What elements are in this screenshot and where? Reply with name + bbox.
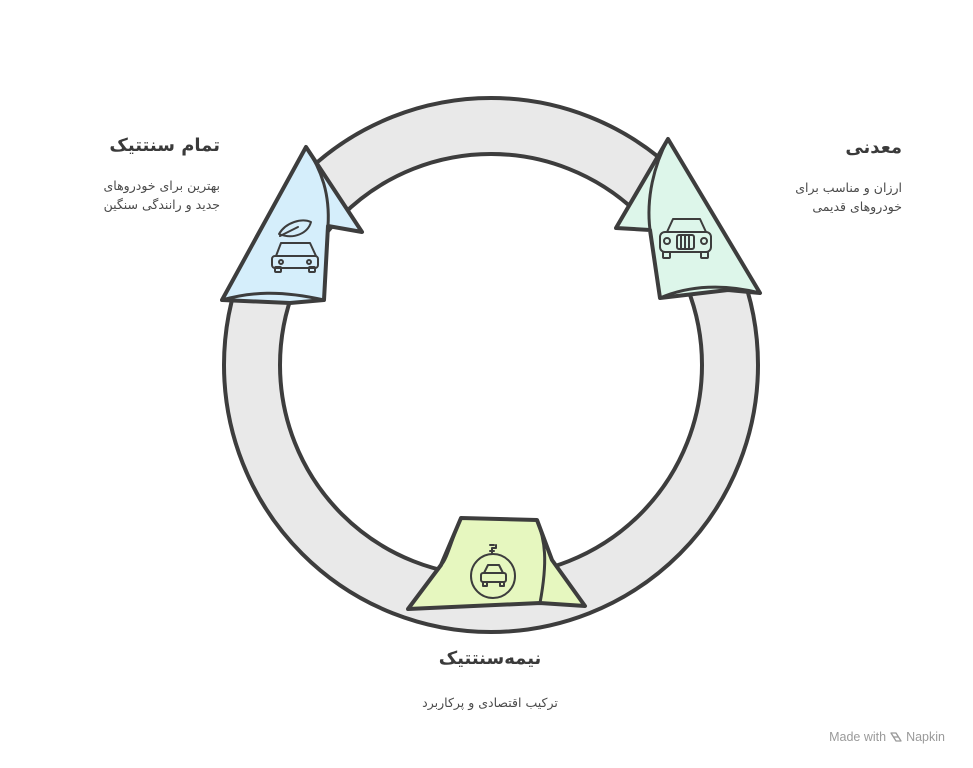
classic-car-icon [659, 218, 712, 259]
car-with-leaf-icon [271, 219, 319, 273]
description-line: بهترین برای خودروهای [103, 178, 221, 193]
node-title: معدنی [845, 137, 902, 158]
napkin-watermark[interactable]: Made with Napkin [829, 730, 945, 744]
node-title: تمام سنتتیک [109, 135, 220, 156]
description-line: ارزان و مناسب برای [795, 180, 902, 195]
node-full-synthetic: تمام سنتتیک بهترین برای خودروهای جدید و … [60, 135, 221, 214]
description-line: خودروهای قدیمی [812, 199, 902, 214]
segment-full-synthetic [220, 145, 364, 305]
description-line: جدید و رانندگی سنگین [103, 197, 220, 212]
car-with-plug-icon [470, 544, 516, 599]
node-semi-synthetic: نیمه‌سنتتیک ترکیب اقتصادی و پرکاربرد [380, 648, 600, 712]
node-title: نیمه‌سنتتیک [438, 648, 542, 669]
brand-label: Napkin [906, 730, 945, 744]
node-description: ارزان و مناسب برای خودروهای قدیمی [777, 178, 902, 216]
description-line: ترکیب اقتصادی و پرکاربرد [422, 695, 558, 710]
node-mineral: معدنی ارزان و مناسب برای خودروهای قدیمی [752, 137, 902, 216]
node-description: ترکیب اقتصادی و پرکاربرد [380, 693, 600, 712]
node-description: بهترین برای خودروهای جدید و رانندگی سنگی… [60, 176, 221, 214]
segment-semi-synthetic [406, 516, 587, 611]
napkin-logo-icon [890, 732, 902, 742]
made-with-label: Made with [829, 730, 887, 744]
